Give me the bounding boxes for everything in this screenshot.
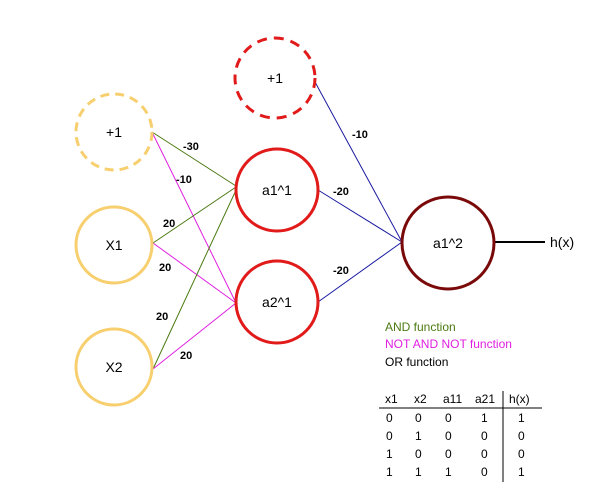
weight-x2-a11: 20 xyxy=(156,311,168,323)
edge-a11-a12 xyxy=(317,189,403,243)
tt-cell: 0 xyxy=(445,429,452,443)
tt-cell: 1 xyxy=(481,411,488,425)
tt-header-a11: a11 xyxy=(443,392,462,406)
node-bias-hidden xyxy=(233,36,317,120)
node-x2 xyxy=(74,327,154,407)
weight-x1-a11: 20 xyxy=(163,218,175,230)
label-bias-hidden: +1 xyxy=(267,70,283,86)
label-output: h(x) xyxy=(550,234,574,250)
weight-bias-in-a21: -10 xyxy=(176,174,192,186)
tt-cell: 1 xyxy=(386,447,393,461)
edge-x2-a21 xyxy=(152,302,237,370)
tt-cell: 1 xyxy=(415,465,422,479)
tt-cell: 1 xyxy=(518,411,525,425)
edge-bias-in-a11 xyxy=(151,131,237,187)
tt-header-hx: h(x) xyxy=(509,392,530,406)
tt-cell: 0 xyxy=(481,465,488,479)
label-x2: X2 xyxy=(105,359,122,375)
node-x1 xyxy=(74,205,154,285)
tt-cell: 0 xyxy=(415,411,422,425)
edge-x1-a11 xyxy=(152,186,237,244)
label-x1: X1 xyxy=(105,237,122,253)
weight-bias-hidden-a12: -10 xyxy=(352,129,368,141)
weight-x2-a21: 20 xyxy=(180,350,192,362)
edge-bias-hidden-a12 xyxy=(314,81,403,243)
edge-bias-in-a21 xyxy=(151,131,237,304)
node-a11 xyxy=(234,147,320,233)
node-bias-input xyxy=(74,92,154,172)
tt-cell: 0 xyxy=(518,447,525,461)
tt-cell: 0 xyxy=(415,447,422,461)
tt-header-x2: x2 xyxy=(414,392,427,406)
tt-cell: 1 xyxy=(415,429,422,443)
tt-cell: 0 xyxy=(481,429,488,443)
label-a21: a2^1 xyxy=(262,294,292,310)
label-a11: a1^1 xyxy=(262,182,292,198)
edge-x2-a11 xyxy=(152,187,238,370)
weight-a21-a12: -20 xyxy=(333,265,349,277)
tt-cell: 0 xyxy=(518,429,525,443)
tt-cell: 1 xyxy=(445,465,452,479)
legend-or: OR function xyxy=(385,355,448,369)
label-a12: a1^2 xyxy=(433,235,463,251)
edge-a21-a12 xyxy=(317,241,403,303)
tt-cell: 0 xyxy=(445,447,452,461)
legend-nand: NOT AND NOT function xyxy=(385,337,512,351)
weight-bias-in-a11: -30 xyxy=(183,141,199,153)
tt-header-x1: x1 xyxy=(385,392,398,406)
label-bias-input: +1 xyxy=(106,124,122,140)
tt-cell: 1 xyxy=(386,465,393,479)
node-a12 xyxy=(400,195,496,291)
tt-header-a21: a21 xyxy=(475,392,495,406)
edge-x1-a21 xyxy=(152,242,237,304)
weight-a11-a12: -20 xyxy=(333,186,349,198)
node-a21 xyxy=(234,259,320,345)
legend-and: AND function xyxy=(385,320,456,334)
tt-cell: 0 xyxy=(386,429,393,443)
tt-cell: 0 xyxy=(445,411,452,425)
weight-x1-a21: 20 xyxy=(159,262,171,274)
tt-cell: 0 xyxy=(386,411,393,425)
tt-cell: 1 xyxy=(518,465,525,479)
tt-cell: 0 xyxy=(481,447,488,461)
truth-table: x1 x2 a11 a21 h(x) 0 0 0 1 1 0 1 0 0 0 1… xyxy=(379,391,542,482)
